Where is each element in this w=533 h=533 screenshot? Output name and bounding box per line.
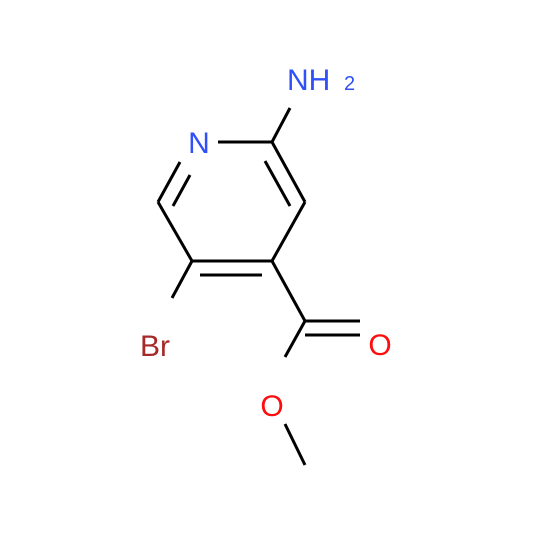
- bond-c2-c3: [270, 141, 307, 203]
- bond-c6-n1: [156, 161, 182, 203]
- bond-c5-c6: [156, 201, 194, 262]
- atom-labels: N NH 2 Br O O: [140, 64, 392, 423]
- bond-c6-n1-inner: [171, 174, 192, 207]
- atom-bromine: Br: [140, 330, 170, 363]
- bond-c2-amino: [270, 107, 292, 143]
- bond-c5-br: [170, 260, 194, 299]
- bond-c2-c3-inner: [263, 160, 292, 207]
- atom-n-ring: N: [188, 127, 210, 160]
- bond-c3-c4: [270, 201, 307, 262]
- bond-lines: [156, 107, 360, 466]
- atom-amino-subscript: 2: [344, 73, 355, 95]
- bond-c4-cester: [270, 260, 307, 322]
- atom-ester-oxygen: O: [260, 390, 283, 423]
- bond-o-methyl: [283, 423, 307, 466]
- atom-amino-n: NH: [287, 64, 330, 97]
- bond-c-o-single: [283, 320, 307, 358]
- atom-carbonyl-oxygen: O: [368, 329, 391, 362]
